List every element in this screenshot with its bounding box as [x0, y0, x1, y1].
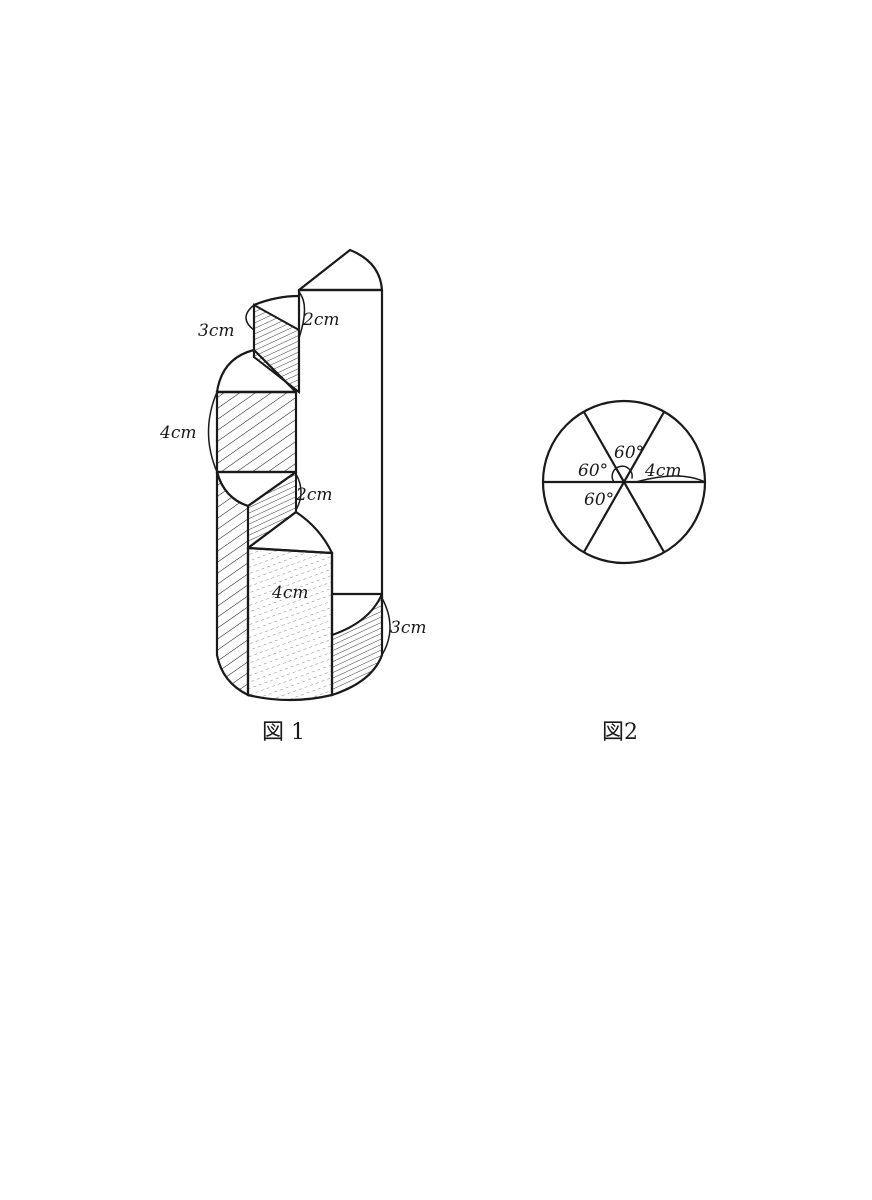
label-radius: 4cm [644, 461, 681, 481]
figure-1-stepped-cylinder: 3cm 2cm 4cm 2cm 4cm 3cm 図 1 [159, 248, 426, 745]
diameter-diag-2 [582, 410, 666, 554]
lower-left-body [215, 471, 250, 697]
dim-arc-bottom-step [381, 597, 391, 656]
label-angle-bottom: 60° [584, 490, 614, 510]
top-step-block [252, 294, 301, 395]
label-angle-left: 60° [578, 461, 608, 481]
lower-front-block [246, 546, 334, 702]
figure-2-circle: 60° 60° 60° 4cm 図2 [541, 399, 707, 745]
label-top-step-height: 2cm [302, 310, 339, 330]
tall-sector-prism [297, 248, 384, 596]
label-angle-top: 60° [614, 443, 644, 463]
dim-arc-middle-height [207, 391, 218, 473]
figure-1-caption: 図 1 [262, 720, 305, 745]
figure-2-caption: 図2 [602, 720, 638, 745]
label-top-step-width: 3cm [198, 321, 234, 341]
label-middle-step-height: 2cm [295, 485, 332, 505]
radius-arc [635, 475, 706, 483]
label-lower-block-height: 4cm [271, 583, 308, 603]
dim-arc-top-width [245, 304, 255, 331]
label-bottom-step-height: 3cm [390, 618, 426, 638]
dim-arc-middle-step [295, 473, 302, 511]
label-middle-block-height: 4cm [159, 423, 196, 443]
angle-arc [611, 465, 633, 483]
dim-arc-top-height [298, 291, 306, 339]
bottom-step-block [330, 592, 384, 697]
